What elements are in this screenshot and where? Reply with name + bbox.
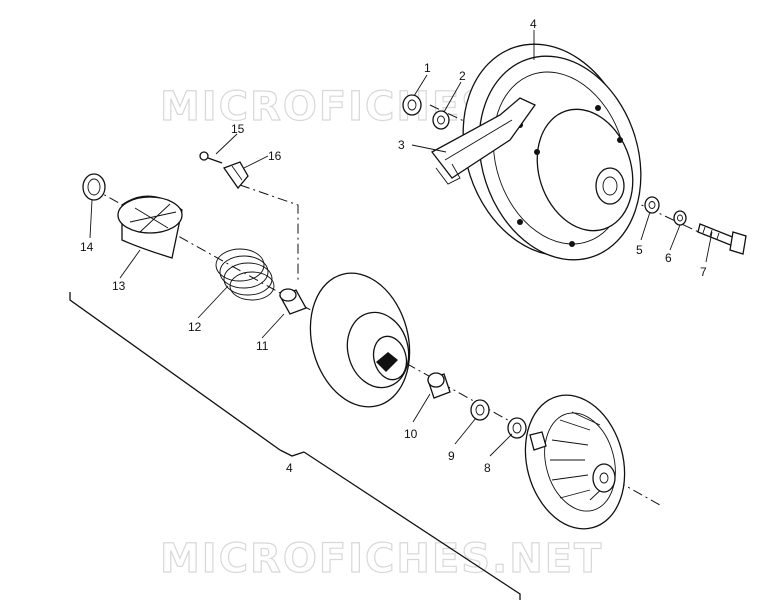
callout-3: 3 bbox=[398, 138, 405, 152]
callout-5: 5 bbox=[636, 243, 643, 257]
callout-1: 1 bbox=[424, 61, 431, 75]
callout-14: 14 bbox=[80, 240, 94, 254]
leader-lines bbox=[89, 30, 713, 457]
bushing-part-11 bbox=[279, 288, 307, 315]
callout-2: 2 bbox=[459, 69, 466, 83]
callout-7: 7 bbox=[700, 265, 707, 279]
watermark-bottom: MICROFICHES.NET bbox=[160, 536, 603, 582]
callout-13: 13 bbox=[112, 279, 126, 293]
callout-16: 16 bbox=[268, 149, 282, 163]
spring-part-12 bbox=[215, 248, 275, 301]
shoe-part-16 bbox=[222, 161, 249, 190]
spider-part-13 bbox=[117, 195, 183, 259]
snap-ring-part-14 bbox=[82, 173, 106, 201]
callout-6: 6 bbox=[665, 251, 672, 265]
sheave-assembly-part-4 bbox=[462, 43, 642, 261]
callout-12: 12 bbox=[188, 320, 202, 334]
washer-part-5 bbox=[644, 196, 660, 214]
assembly-bracket bbox=[69, 292, 521, 600]
washer-part-1 bbox=[402, 94, 422, 116]
callout-8: 8 bbox=[484, 461, 491, 475]
fixed-sheave bbox=[524, 394, 626, 530]
callout-10: 10 bbox=[404, 427, 418, 441]
callout-11: 11 bbox=[256, 339, 269, 353]
washer-part-2 bbox=[432, 110, 450, 130]
callout-15: 15 bbox=[231, 122, 245, 136]
screw-part-15 bbox=[199, 151, 223, 164]
moveable-sheave bbox=[309, 272, 411, 408]
bushing-part-10 bbox=[427, 372, 451, 399]
drive-belt-part-3 bbox=[431, 97, 536, 185]
callout-4-top: 4 bbox=[530, 17, 537, 31]
lock-washer-part-6 bbox=[673, 210, 687, 226]
washer-part-8 bbox=[507, 417, 527, 439]
callout-9: 9 bbox=[448, 449, 455, 463]
bolt-part-7 bbox=[697, 223, 747, 255]
washer-part-9 bbox=[470, 399, 490, 421]
callout-4-bottom: 4 bbox=[286, 461, 293, 475]
